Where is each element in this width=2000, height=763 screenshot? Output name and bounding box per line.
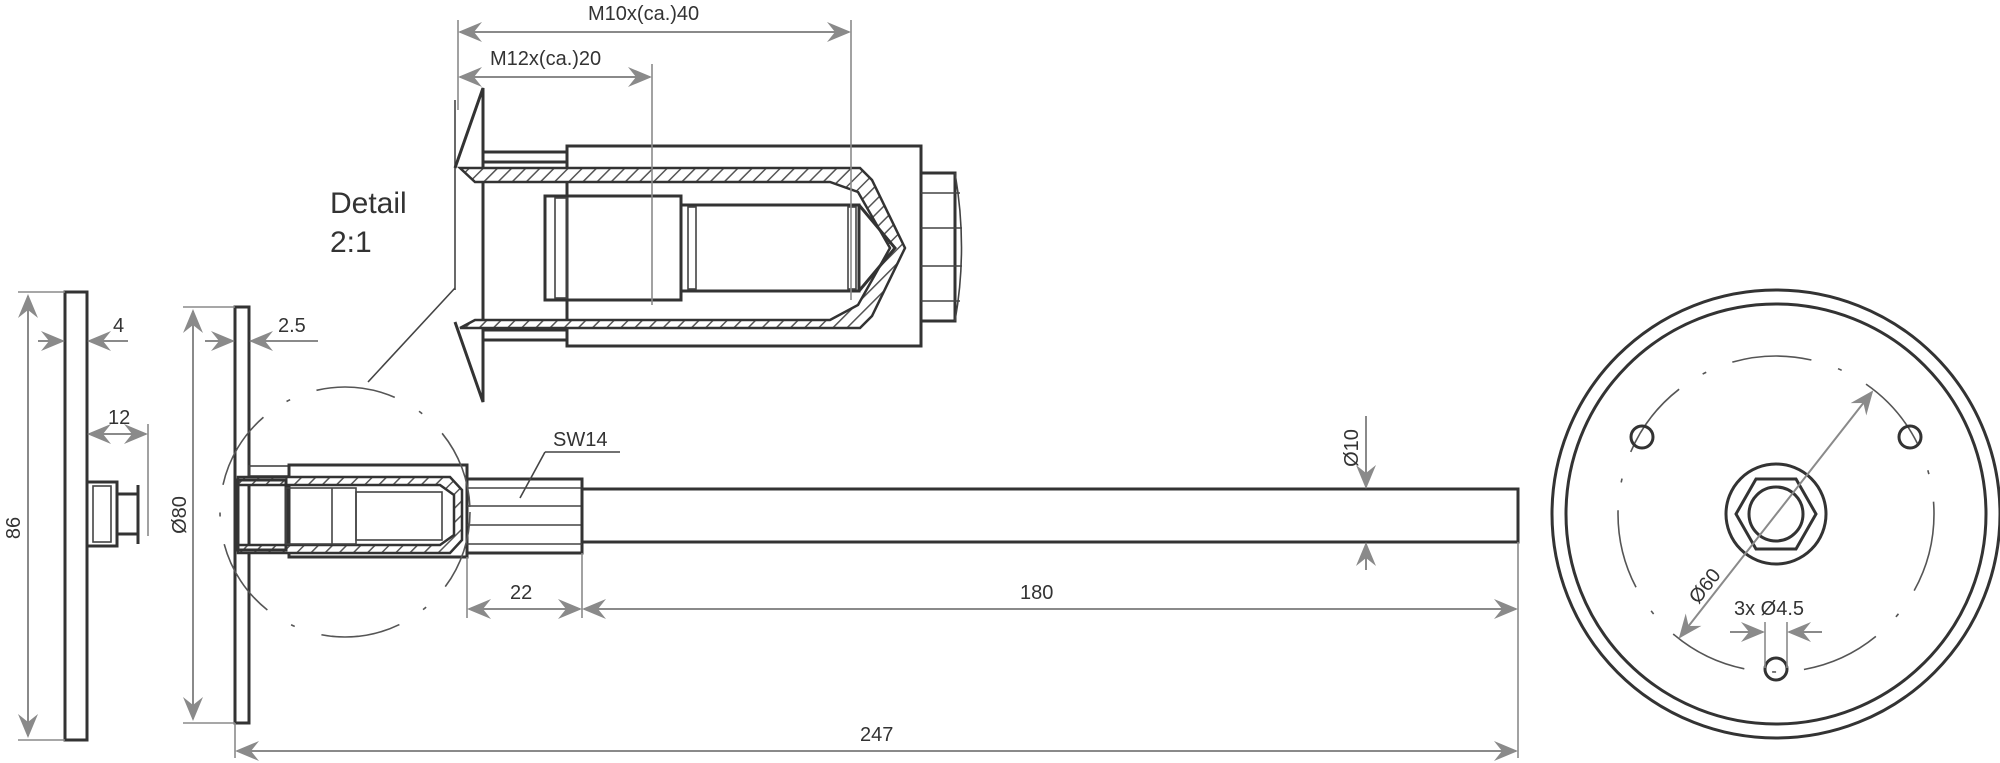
dim-thread-m10: M10x(ca.)40: [588, 3, 699, 25]
front-view-rod: Ø80 2.5 SW14 Ø10 22 180 247: [169, 287, 1520, 761]
dim-overall-height-left: 86: [3, 517, 25, 539]
dim-cap-height: 12: [108, 407, 130, 429]
dim-rod-diameter: Ø10: [1341, 429, 1363, 467]
side-view-cap: 86 4 12: [3, 290, 149, 742]
mount-hole: [1763, 656, 1789, 682]
detail-scale: 2:1: [330, 226, 372, 259]
detail-label: Detail: [330, 187, 407, 220]
dim-thread-m12: M12x(ca.)20: [490, 48, 601, 70]
mount-hole: [1897, 424, 1923, 450]
dim-hex-length: 22: [510, 582, 532, 604]
mount-hole: [1629, 424, 1655, 450]
end-view-plate: Ø60 3x Ø4.5: [1550, 288, 2000, 740]
detail-view: Detail 2:1 M10x(ca.)40 M12x(ca.: [330, 3, 963, 403]
dim-wrench-size: SW14: [553, 429, 607, 451]
dim-overall-length: 247: [860, 724, 893, 746]
dim-plate-diameter: Ø80: [169, 496, 191, 534]
dim-holes: 3x Ø4.5: [1734, 598, 1804, 620]
dim-rod-length: 180: [1020, 582, 1053, 604]
dim-plate-thickness-mid: 2.5: [278, 315, 306, 337]
dim-plate-thickness-left: 4: [113, 315, 124, 337]
